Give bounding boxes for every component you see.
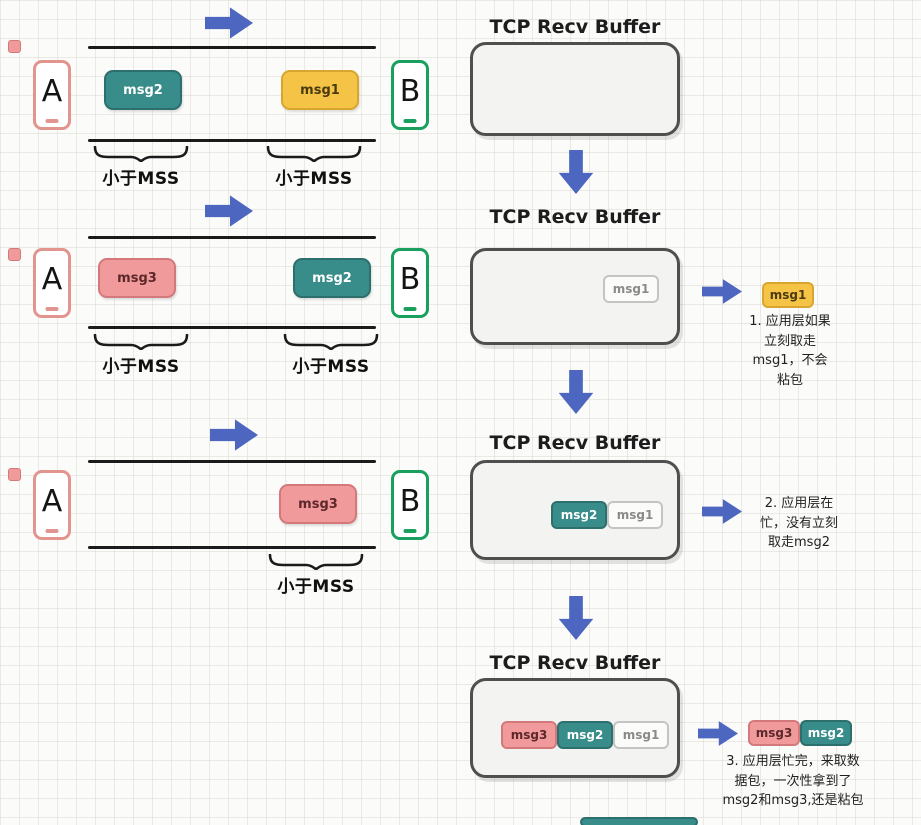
buffer-chip: msg2 [557,721,613,749]
brace-icon [268,554,364,570]
recv-buffer [470,42,680,136]
recv-buffer: msg1 [470,248,680,345]
brace-icon [93,334,189,350]
brace-icon [93,146,189,162]
cutoff-message-bar [580,817,698,825]
phone-home-bar [45,307,59,311]
phone-home-bar [403,119,417,123]
takeout-arrow-icon [698,721,738,746]
message-box: msg3 [279,484,357,524]
recv-buffer: msg2 msg1 [470,460,680,560]
phone-home-bar [45,529,59,533]
result-chip: msg1 [762,282,814,308]
flow-right-arrow-icon [205,7,253,39]
wire-line [88,460,376,463]
takeout-arrow-icon [702,279,742,304]
result-chip: msg2 [800,720,852,746]
buffer-chip: msg2 [551,501,607,529]
phone-home-bar [403,529,417,533]
phone-b: B [391,60,429,130]
buffer-chip: msg1 [613,721,669,749]
brace-label: 小于MSS [275,169,353,189]
brace-label: 小于MSS [277,577,355,597]
flow-right-arrow-icon [210,419,258,451]
phone-home-bar [403,307,417,311]
phone-b: B [391,470,429,540]
brace-icon [283,334,379,350]
flow-down-arrow-icon [558,596,594,640]
phone-home-bar [45,119,59,123]
brace-icon [266,146,362,162]
flow-down-arrow-icon [558,370,594,414]
buffer-title: TCP Recv Buffer [489,432,661,454]
phone-a: A [33,248,71,318]
annotation: 2. 应用层在 忙，没有立刻 取走msg2 [759,496,838,550]
buffer-title: TCP Recv Buffer [489,16,661,38]
phone-label: B [399,74,421,109]
buffer-chip: msg1 [603,275,659,303]
wire-line [88,236,376,239]
brace-label: 小于MSS [102,169,180,189]
takeout-arrow-icon [702,499,742,524]
phone-a: A [33,470,71,540]
message-box: msg2 [293,258,371,298]
brace-label: 小于MSS [292,357,370,377]
flow-down-arrow-icon [558,150,594,194]
buffer-title: TCP Recv Buffer [489,206,661,228]
annotation: 3. 应用层忙完，来取数 据包，一次性拿到了 msg2和msg3,还是粘包 [722,754,864,808]
phone-label: A [41,74,63,109]
wire-line [88,546,376,549]
message-box: msg3 [98,258,176,298]
phone-label: B [399,262,421,297]
sticker-mark [8,248,21,261]
phone-label: A [41,484,63,519]
brace-label: 小于MSS [102,357,180,377]
result-chip: msg3 [748,720,800,746]
wire-line [88,46,376,49]
sticker-mark [8,40,21,53]
wire-line [88,139,376,142]
sticker-mark [8,468,21,481]
message-box: msg2 [104,70,182,110]
phone-label: A [41,262,63,297]
recv-buffer: msg3 msg2 msg1 [470,678,680,778]
phone-b: B [391,248,429,318]
flow-right-arrow-icon [205,195,253,227]
phone-a: A [33,60,71,130]
phone-label: B [399,484,421,519]
buffer-chip: msg3 [501,721,557,749]
buffer-chip: msg1 [607,501,663,529]
message-box: msg1 [281,70,359,110]
wire-line [88,326,376,329]
annotation: 1. 应用层如果 立刻取走 msg1，不会 粘包 [749,314,831,388]
buffer-title: TCP Recv Buffer [489,652,661,674]
